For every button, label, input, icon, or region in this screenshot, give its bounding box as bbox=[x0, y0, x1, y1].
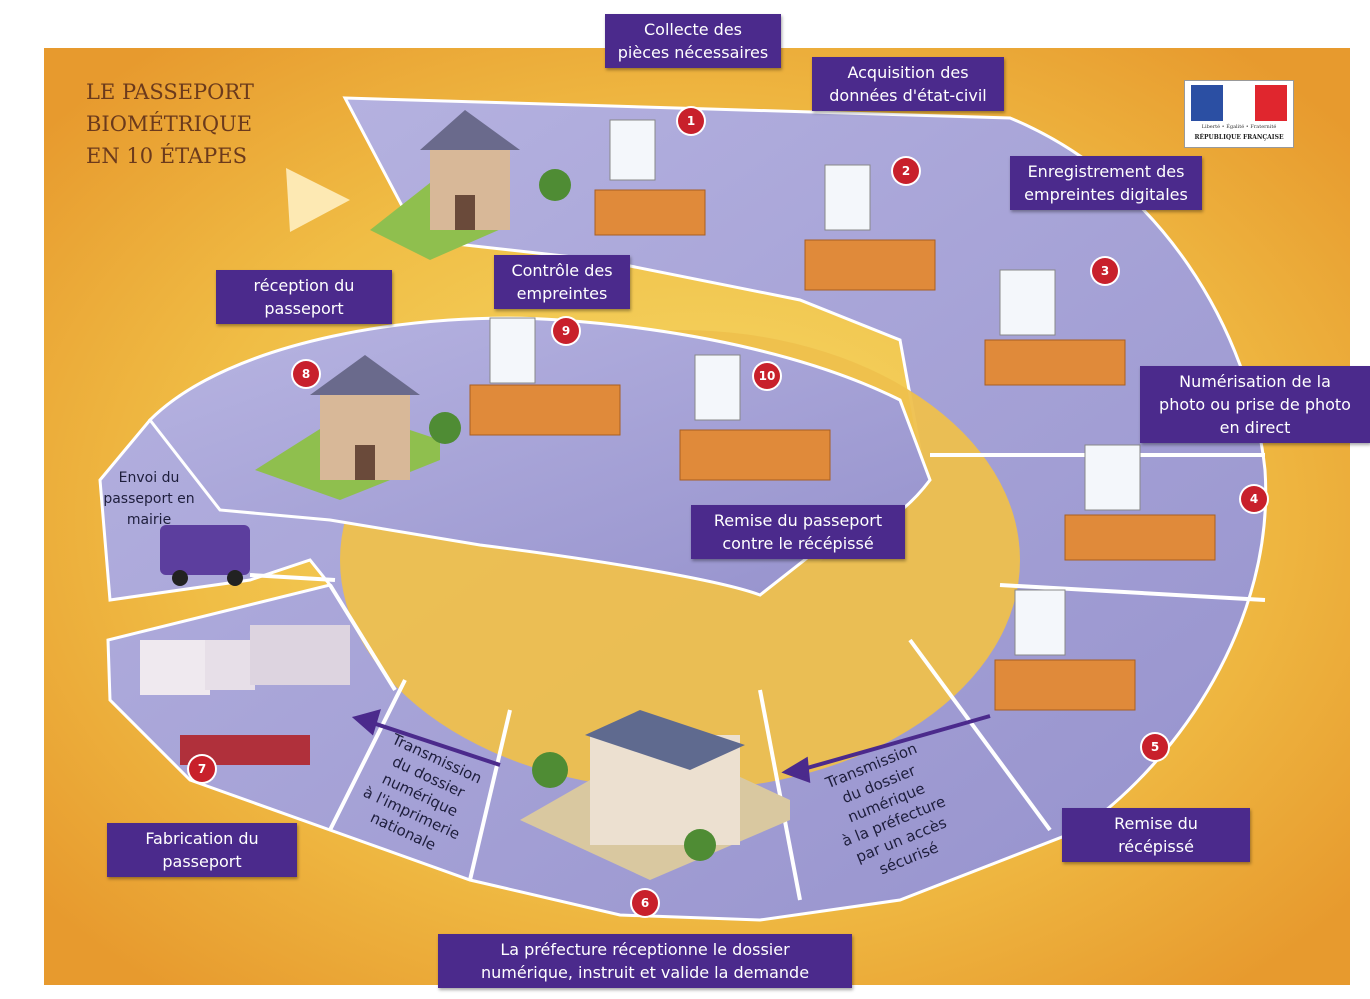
screens bbox=[489, 119, 1141, 656]
step-2-badge: 2 bbox=[893, 158, 919, 184]
step-3-badge: 3 bbox=[1092, 258, 1118, 284]
title-line-1: LE PASSEPORT bbox=[86, 80, 254, 104]
step-8-badge: 8 bbox=[293, 361, 319, 387]
printing-factory bbox=[140, 625, 350, 765]
page-title: LE PASSEPORT BIOMÉTRIQUE EN 10 ÉTAPES bbox=[86, 76, 254, 172]
title-line-3: EN 10 ÉTAPES bbox=[86, 144, 247, 168]
outer-path-segments bbox=[98, 96, 1268, 922]
step-6-badge: 6 bbox=[632, 890, 658, 916]
logo-republic: RÉPUBLIQUE FRANÇAISE bbox=[1194, 134, 1284, 141]
prefecture-building bbox=[520, 710, 790, 880]
town-hall-building bbox=[370, 110, 571, 260]
step-10-badge: 10 bbox=[754, 363, 780, 389]
step-9-badge: 9 bbox=[553, 318, 579, 344]
mairie-building bbox=[255, 355, 461, 500]
step-4-badge: 4 bbox=[1241, 486, 1267, 512]
title-line-2: BIOMÉTRIQUE bbox=[86, 112, 253, 136]
step-7-badge: 7 bbox=[189, 756, 215, 782]
logo-motto: Liberté • Égalité • Fraternité bbox=[1201, 124, 1277, 130]
delivery-van bbox=[160, 525, 250, 586]
republique-francaise-logo: Liberté • Égalité • Fraternité RÉPUBLIQU… bbox=[1184, 80, 1294, 148]
office-desks bbox=[469, 189, 1216, 711]
step-1-badge: 1 bbox=[678, 108, 704, 134]
step-5-badge: 5 bbox=[1142, 734, 1168, 760]
